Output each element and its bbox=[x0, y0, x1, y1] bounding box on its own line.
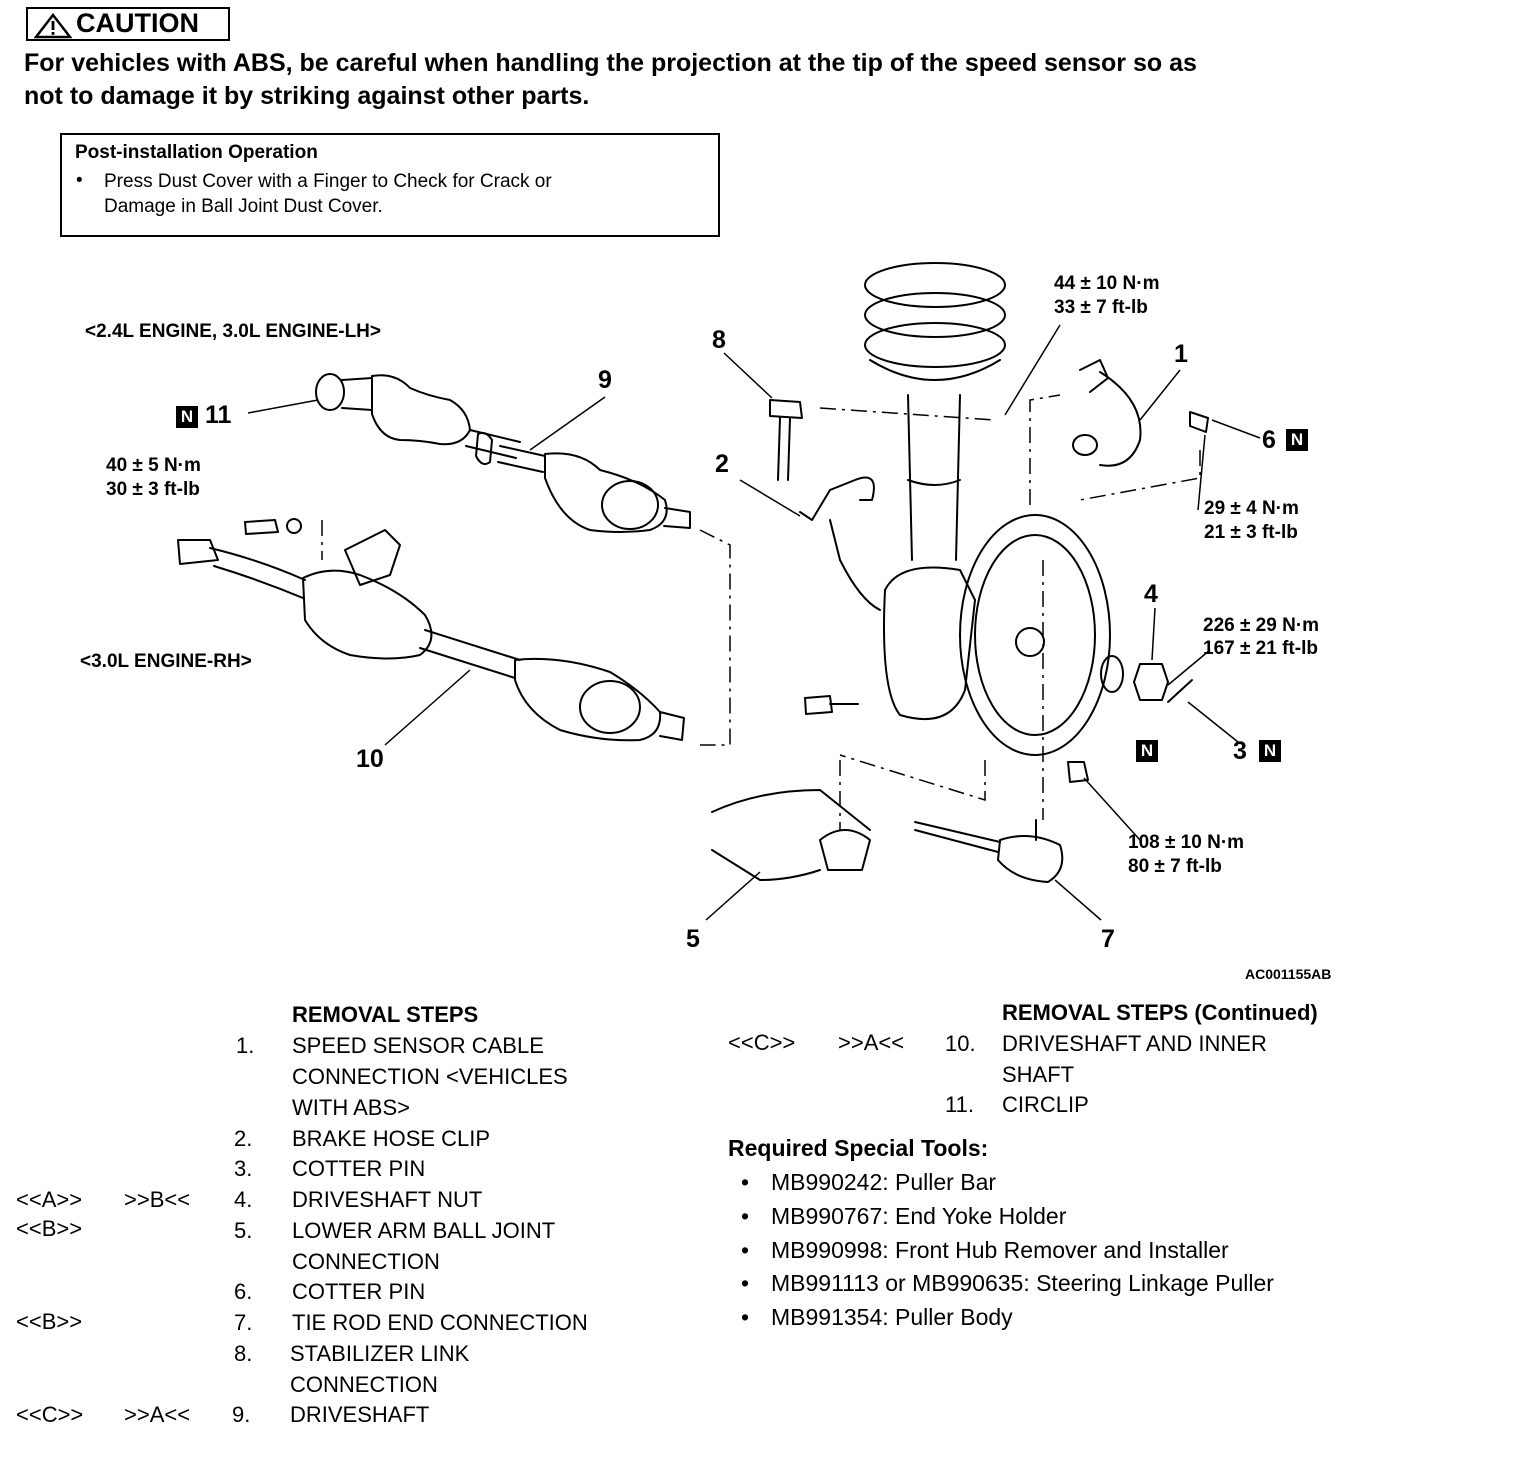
torque-29-ftlb: 21 ± 3 ft-lb bbox=[1204, 522, 1298, 543]
driveshaft-upper-illustration bbox=[315, 373, 691, 533]
step-number: 11. bbox=[945, 1092, 974, 1117]
bullet-icon: • bbox=[741, 1304, 750, 1330]
caution-text-line-2: not to damage it by striking against oth… bbox=[24, 82, 590, 110]
step-text: SHAFT bbox=[1002, 1062, 1075, 1087]
special-tool-item: MB991354: Puller Body bbox=[771, 1304, 1013, 1330]
callout-1: 1 bbox=[1174, 340, 1188, 368]
step-number: 7. bbox=[234, 1310, 253, 1335]
n-badge-icon: N bbox=[1286, 429, 1308, 451]
callout-3: 3 bbox=[1233, 737, 1247, 765]
engine-label-lh: <2.4L ENGINE, 3.0L ENGINE-LH> bbox=[85, 321, 382, 342]
callout-2: 2 bbox=[715, 450, 729, 478]
special-tool-item: MB990998: Front Hub Remover and Installe… bbox=[771, 1237, 1229, 1263]
bullet-icon: • bbox=[741, 1270, 750, 1296]
n-badge-icon: N bbox=[1259, 740, 1281, 762]
bullet-icon: • bbox=[741, 1169, 750, 1195]
step-text: STABILIZER LINK bbox=[290, 1341, 470, 1366]
post-installation-box bbox=[60, 133, 720, 237]
removal-steps-heading: REMOVAL STEPS bbox=[292, 1002, 479, 1027]
torque-29-nm: 29 ± 4 N·m bbox=[1204, 498, 1299, 519]
post-installation-line-2: Damage in Ball Joint Dust Cover. bbox=[104, 196, 383, 217]
bullet-icon: • bbox=[741, 1237, 750, 1263]
figure-code: AC001155AB bbox=[1245, 966, 1332, 982]
step-text: DRIVESHAFT AND INNER bbox=[1002, 1031, 1267, 1056]
special-tool-item: MB990767: End Yoke Holder bbox=[771, 1203, 1067, 1229]
step-number: 8. bbox=[234, 1341, 253, 1366]
torque-226-nm: 226 ± 29 N·m bbox=[1203, 615, 1320, 636]
caution-title: CAUTION bbox=[76, 8, 199, 38]
removal-ref: <<A>> bbox=[16, 1187, 83, 1212]
callout-9: 9 bbox=[598, 366, 612, 394]
removal-ref: <<B>> bbox=[16, 1216, 83, 1241]
special-tool-item: MB990242: Puller Bar bbox=[771, 1169, 997, 1195]
step-text: LOWER ARM BALL JOINT bbox=[292, 1218, 556, 1243]
step-number: 6. bbox=[234, 1279, 253, 1304]
torque-40-nm: 40 ± 5 N·m bbox=[106, 455, 201, 476]
caution-text-line-1: For vehicles with ABS, be careful when h… bbox=[24, 49, 1197, 77]
callout-11: 11 bbox=[205, 401, 232, 429]
lower-arm-illustration bbox=[711, 789, 871, 881]
step-text: BRAKE HOSE CLIP bbox=[292, 1126, 491, 1151]
torque-44-nm: 44 ± 10 N·m bbox=[1054, 273, 1160, 294]
step-text: CONNECTION bbox=[292, 1249, 440, 1274]
torque-108-nm: 108 ± 10 N·m bbox=[1128, 832, 1245, 853]
post-installation-title: Post-installation Operation bbox=[75, 142, 318, 163]
step-text: COTTER PIN bbox=[292, 1156, 426, 1181]
warning-triangle-icon bbox=[34, 13, 72, 39]
removal-ref: <<B>> bbox=[16, 1309, 83, 1334]
step-number: 9. bbox=[232, 1402, 251, 1427]
driveshaft-lower-illustration bbox=[177, 539, 685, 742]
suspension-exploded-diagram bbox=[177, 262, 1261, 921]
step-number: 3. bbox=[234, 1156, 253, 1181]
callout-7: 7 bbox=[1101, 925, 1115, 953]
bullet-icon: • bbox=[741, 1203, 750, 1229]
install-ref: >>A<< bbox=[838, 1030, 905, 1055]
callout-8: 8 bbox=[712, 326, 726, 354]
step-text: COTTER PIN bbox=[292, 1279, 426, 1304]
special-tools-heading: Required Special Tools: bbox=[728, 1135, 989, 1161]
install-ref: >>A<< bbox=[124, 1402, 191, 1427]
callout-10: 10 bbox=[356, 745, 384, 773]
step-number: 4. bbox=[234, 1187, 253, 1212]
step-text: TIE ROD END CONNECTION bbox=[292, 1310, 588, 1335]
torque-108-ftlb: 80 ± 7 ft-lb bbox=[1128, 856, 1222, 877]
bullet-icon: • bbox=[76, 170, 83, 191]
post-installation-line-1: Press Dust Cover with a Finger to Check … bbox=[104, 171, 552, 192]
step-number: 5. bbox=[234, 1218, 253, 1243]
removal-ref: <<C>> bbox=[728, 1030, 796, 1055]
step-text: DRIVESHAFT NUT bbox=[292, 1187, 483, 1212]
step-number: 10. bbox=[945, 1031, 976, 1056]
step-text: CONNECTION <VEHICLES bbox=[292, 1064, 568, 1089]
step-text: WITH ABS> bbox=[292, 1095, 410, 1120]
callout-6: 6 bbox=[1262, 426, 1276, 454]
step-text: CIRCLIP bbox=[1002, 1092, 1089, 1117]
removal-ref: <<C>> bbox=[16, 1402, 84, 1427]
special-tool-item: MB991113 or MB990635: Steering Linkage P… bbox=[771, 1270, 1274, 1296]
torque-226-ftlb: 167 ± 21 ft-lb bbox=[1203, 638, 1318, 659]
engine-label-rh: <3.0L ENGINE-RH> bbox=[80, 651, 252, 672]
step-number: 1. bbox=[236, 1033, 255, 1058]
step-number: 2. bbox=[234, 1126, 253, 1151]
step-text: DRIVESHAFT bbox=[290, 1402, 430, 1427]
n-badge-icon: N bbox=[176, 406, 198, 428]
coil-spring-illustration bbox=[864, 262, 1006, 381]
callout-4: 4 bbox=[1144, 580, 1158, 608]
install-ref: >>B<< bbox=[124, 1187, 191, 1212]
removal-steps-continued-heading: REMOVAL STEPS (Continued) bbox=[1002, 1000, 1318, 1025]
callout-5: 5 bbox=[686, 925, 700, 953]
step-text: CONNECTION bbox=[290, 1372, 438, 1397]
step-text: SPEED SENSOR CABLE bbox=[292, 1033, 544, 1058]
n-badge-icon: N bbox=[1136, 740, 1158, 762]
torque-44-ftlb: 33 ± 7 ft-lb bbox=[1054, 297, 1148, 318]
torque-40-ftlb: 30 ± 3 ft-lb bbox=[106, 479, 200, 500]
caution-header-box bbox=[26, 7, 230, 41]
